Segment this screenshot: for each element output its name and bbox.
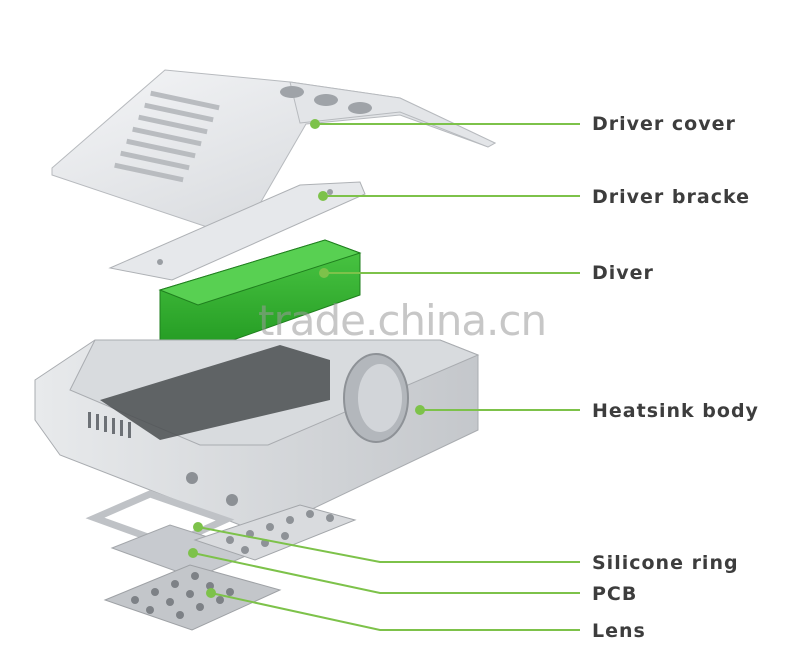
label-lens: Lens bbox=[592, 620, 646, 642]
leader-pcb bbox=[192, 552, 580, 594]
leader-lens bbox=[210, 592, 580, 631]
label-pcb: PCB bbox=[592, 583, 638, 605]
heatsink-side-vents bbox=[88, 412, 131, 438]
label-driver: Diver bbox=[592, 262, 654, 284]
label-silicone-ring: Silicone ring bbox=[592, 552, 739, 574]
leader-silicone-ring bbox=[197, 526, 580, 563]
driver-cover-vent-slots bbox=[114, 90, 220, 183]
leader-dots bbox=[188, 119, 425, 598]
label-driver-bracket: Driver bracke bbox=[592, 186, 750, 208]
watermark-text: trade.china.cn bbox=[258, 296, 547, 345]
label-heatsink-body: Heatsink body bbox=[592, 400, 759, 422]
driver-cover-part bbox=[51, 69, 497, 239]
heatsink-body-part bbox=[34, 339, 480, 531]
led-board-part bbox=[193, 504, 357, 561]
label-driver-cover: Driver cover bbox=[592, 113, 736, 135]
lens-part bbox=[103, 564, 282, 631]
driver-bracket-part bbox=[108, 181, 366, 281]
leader-lines bbox=[192, 123, 580, 631]
